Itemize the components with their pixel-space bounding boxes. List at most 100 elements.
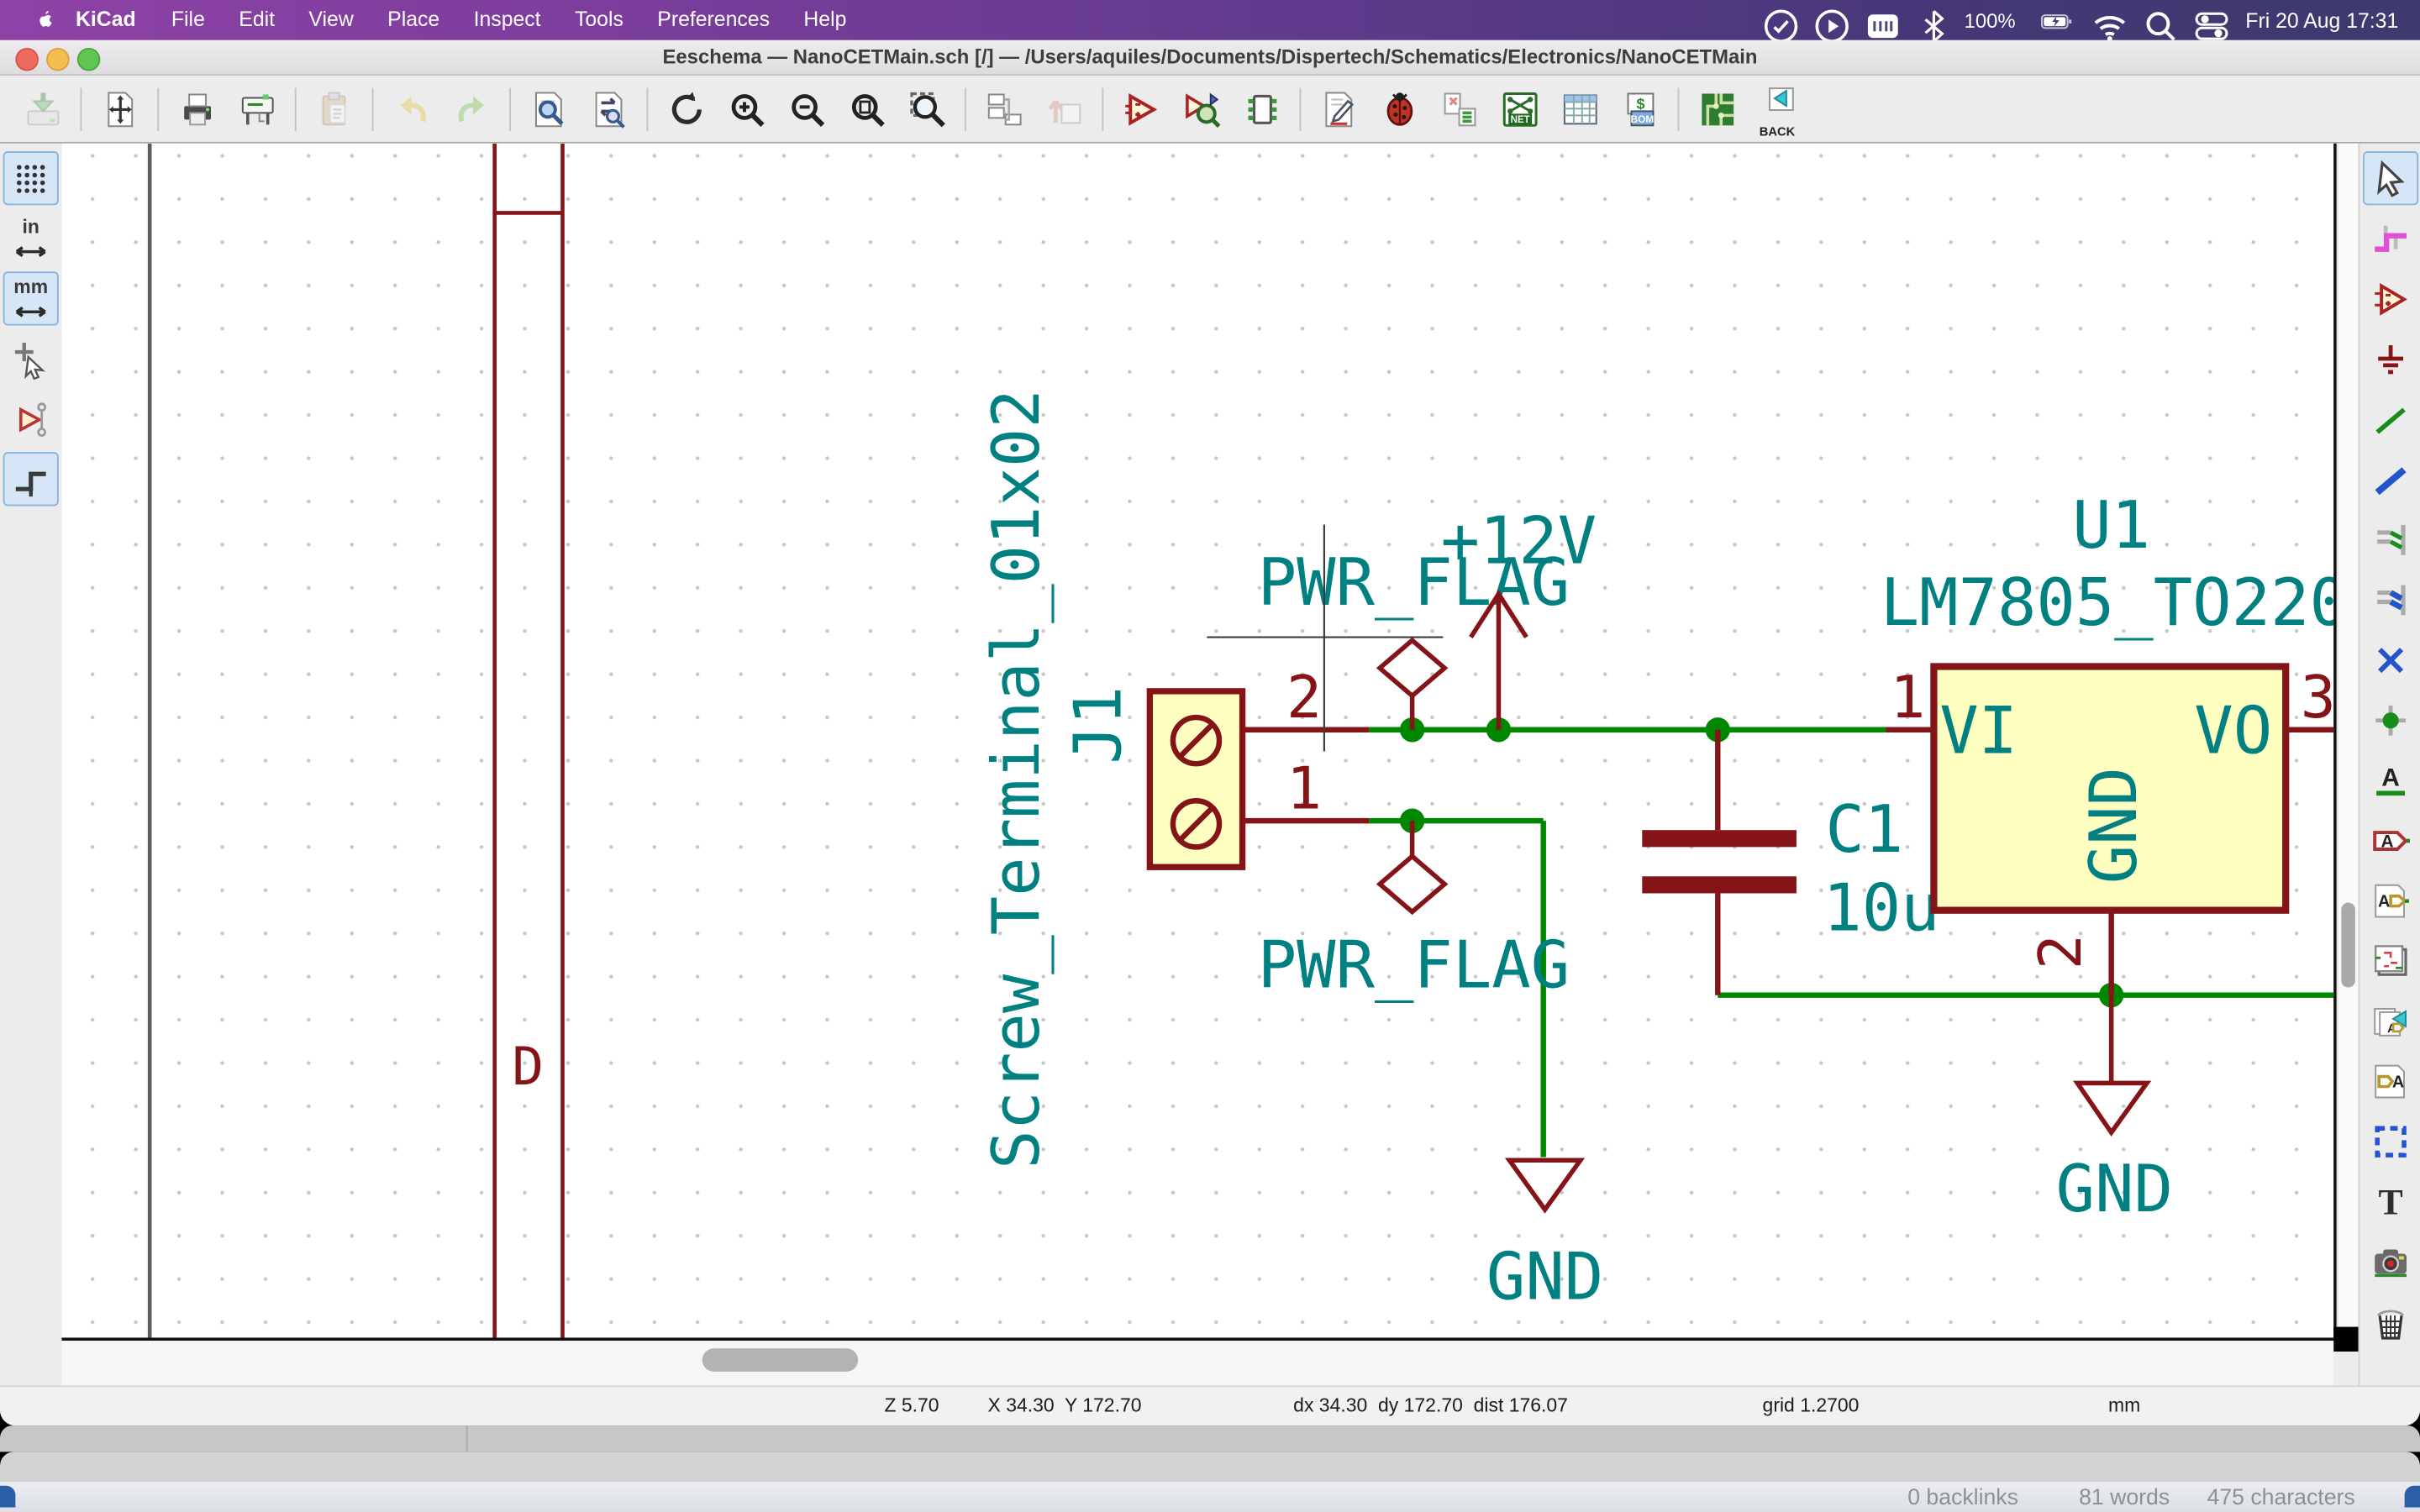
image-tool[interactable] [2362, 1234, 2417, 1288]
graphic-line-tool[interactable] [2362, 1114, 2417, 1168]
background-window-edge-1[interactable] [0, 1425, 2420, 1452]
background-window-edge-2[interactable] [0, 1452, 2420, 1482]
net-label-tool[interactable]: A [2362, 753, 2417, 806]
menu-view[interactable]: View [308, 8, 354, 31]
assign-footprints-button[interactable] [1432, 80, 1487, 139]
zoom-in-button[interactable] [718, 80, 774, 139]
menu-preferences[interactable]: Preferences [657, 8, 770, 31]
background-window-statusbar[interactable]: 0 backlinks 81 words 475 characters [0, 1481, 2420, 1512]
hier-label-tool[interactable]: A [2362, 874, 2417, 927]
battery-icon[interactable] [2039, 6, 2072, 34]
wire-tool[interactable] [2362, 392, 2417, 446]
units-mm-button[interactable]: mm [3, 271, 59, 326]
select-tool[interactable] [2362, 150, 2418, 206]
menu-kicad[interactable]: KiCad [75, 8, 136, 31]
window-titlebar[interactable]: Eeschema — NanoCETMain.sch [/] — /Users/… [0, 39, 2420, 76]
control-center-icon[interactable] [2191, 6, 2228, 40]
pwr-flag-1-label: PWR_FLAG [1258, 545, 1570, 621]
back-import-button[interactable]: BACK [1749, 80, 1805, 138]
plot-button[interactable] [229, 80, 285, 139]
grid-toggle-button[interactable] [3, 150, 59, 206]
wires[interactable] [1369, 727, 2334, 1158]
checkmark-circle-icon[interactable] [1760, 6, 1797, 43]
menu-inspect[interactable]: Inspect [473, 8, 541, 31]
close-window-button[interactable] [15, 47, 39, 71]
gnd-symbol-1[interactable]: GND [1486, 1158, 1603, 1315]
erc-button[interactable] [1371, 80, 1427, 139]
symbol-fields-button[interactable] [1552, 80, 1607, 139]
schematic-canvas[interactable]: D [61, 143, 2337, 1341]
junction-tool[interactable] [2362, 693, 2417, 747]
bus-tool[interactable] [2362, 452, 2417, 506]
page-settings-button[interactable] [92, 80, 147, 139]
gnd-symbol-2[interactable]: GND [2056, 995, 2173, 1227]
global-label-tool[interactable]: A [2362, 813, 2417, 867]
units-inches-button-label: in [22, 216, 39, 238]
highlight-net-tool[interactable] [2362, 212, 2417, 265]
pwr-flag-1[interactable]: PWR_FLAG [1258, 545, 1570, 730]
no-connect-tool[interactable] [2362, 633, 2417, 686]
generate-netlist-button[interactable]: NET [1491, 80, 1547, 139]
leave-sheet-button[interactable] [1036, 80, 1092, 139]
wifi-icon[interactable] [2090, 6, 2125, 42]
redo-button[interactable] [444, 80, 499, 139]
place-power-tool[interactable] [2362, 332, 2417, 386]
keyboard-status-icon[interactable] [1862, 6, 1898, 39]
delete-tool[interactable] [2362, 1294, 2417, 1348]
wire-to-bus-tool[interactable] [2362, 512, 2417, 566]
hidden-pins-button[interactable] [3, 392, 59, 446]
symbol-browser-button[interactable] [1174, 80, 1229, 139]
horizontal-scrollbar-thumb[interactable] [702, 1348, 859, 1372]
cursor-shape-button[interactable] [3, 332, 59, 386]
pwr-flag-2[interactable]: PWR_FLAG [1258, 821, 1570, 1004]
bom-button[interactable]: $BOM [1612, 80, 1667, 139]
p12v-symbol[interactable]: +12V [1440, 503, 1597, 730]
annotate-button[interactable] [1311, 80, 1366, 139]
sheet-pin-tool[interactable]: A [2362, 1053, 2417, 1107]
u1-pin1-number: 1 [1890, 664, 1925, 732]
footprint-editor-button[interactable] [1234, 80, 1289, 139]
zoom-selection-button[interactable] [899, 80, 955, 139]
zoomin-icon [730, 93, 764, 127]
find-replace-button[interactable] [581, 80, 637, 139]
text-tool[interactable]: T [2362, 1174, 2417, 1228]
run-pcbnew-button[interactable] [1689, 80, 1744, 139]
menu-place[interactable]: Place [387, 8, 440, 31]
zoom-window-button[interactable] [76, 47, 101, 71]
paste-button[interactable] [307, 80, 362, 139]
undo-button[interactable] [383, 80, 439, 139]
menu-help[interactable]: Help [803, 8, 847, 31]
bluetooth-icon[interactable] [1913, 6, 1944, 45]
menu-edit[interactable]: Edit [239, 8, 276, 31]
menu-file[interactable]: File [171, 8, 205, 31]
horizontal-scrollbar[interactable] [61, 1341, 2334, 1386]
redraw-button[interactable] [658, 80, 713, 139]
place-symbol-tool[interactable] [2362, 271, 2417, 325]
symbol-editor-button[interactable] [1113, 80, 1169, 139]
zoom-out-button[interactable] [779, 80, 834, 139]
hier-sheet-tool[interactable] [2362, 933, 2417, 987]
vertical-scrollbar[interactable] [2336, 143, 2360, 1327]
eeschema-window: Eeschema — NanoCETMain.sch [/] — /Users/… [0, 39, 2420, 1426]
u1-component[interactable]: U1 LM7805_TO220 VI VO GND 1 3 2 [1881, 488, 2334, 995]
zoom-fit-button[interactable] [839, 80, 894, 139]
j1-component[interactable]: 2 1 J1 Screw_Terminal_01x02 [979, 389, 1370, 1169]
save-button[interactable] [14, 80, 70, 139]
play-circle-icon[interactable] [1812, 6, 1849, 43]
bus-to-bus-tool[interactable] [2362, 572, 2417, 626]
vertical-scrollbar-thumb[interactable] [2341, 902, 2355, 988]
find-button[interactable] [521, 80, 576, 139]
minimize-window-button[interactable] [46, 47, 70, 71]
menu-tools[interactable]: Tools [574, 8, 623, 31]
c1-component[interactable]: C1 10u [1642, 729, 1940, 995]
hierarchy-navigator-button[interactable] [976, 80, 1032, 139]
apple-menu-icon[interactable] [33, 6, 57, 34]
cursor-crosshair [1207, 524, 1444, 752]
spotlight-search-icon[interactable] [2140, 6, 2175, 41]
print-button[interactable] [169, 80, 224, 139]
hv-wires-button[interactable] [3, 452, 59, 507]
findreplace-icon [594, 91, 624, 128]
import-sheet-pin-tool[interactable]: A [2362, 994, 2417, 1047]
menu-clock[interactable]: Fri 20 Aug 17:31 [2245, 8, 2399, 32]
units-inches-button[interactable]: in [3, 212, 59, 265]
